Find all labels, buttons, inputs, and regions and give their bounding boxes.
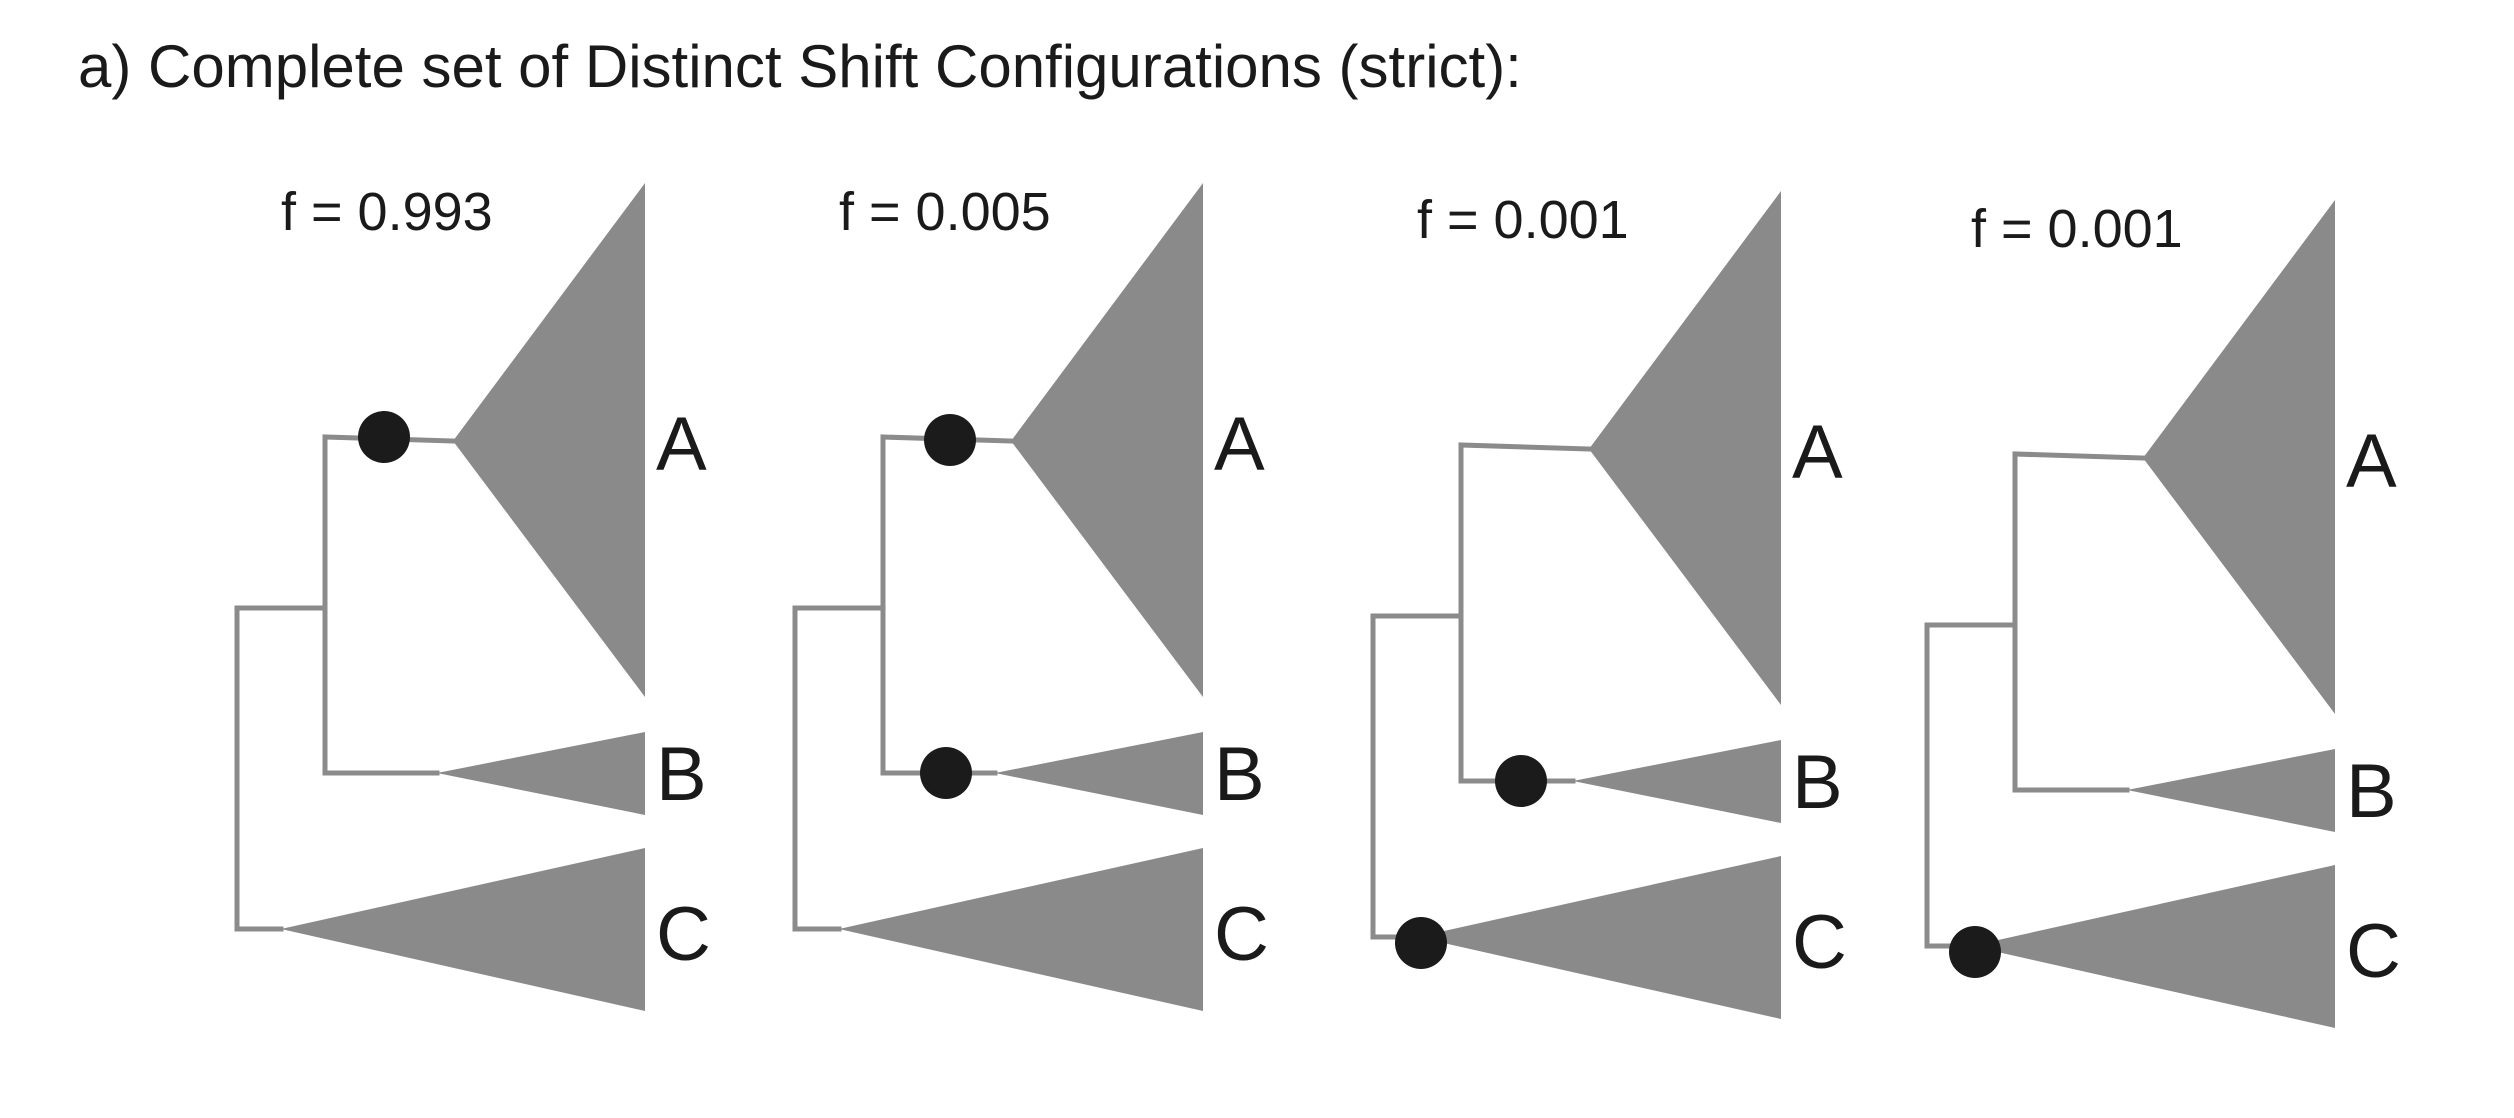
root-branch bbox=[1924, 622, 2018, 949]
shift-marker-a bbox=[358, 411, 410, 463]
tip-label-c: C bbox=[1214, 892, 1269, 977]
frequency-label: f = 0.993 bbox=[281, 182, 493, 242]
frequency-label: f = 0.001 bbox=[1971, 199, 2183, 259]
clade-b-triangle bbox=[995, 732, 1203, 815]
root-branch bbox=[234, 605, 328, 932]
tip-label-c: C bbox=[2346, 909, 2401, 994]
tip-label-a: A bbox=[2346, 419, 2397, 504]
tip-label-a: A bbox=[1214, 402, 1265, 487]
clade-b-triangle bbox=[437, 732, 645, 815]
shift-marker-b bbox=[920, 747, 972, 799]
root-branch bbox=[792, 605, 886, 932]
internal-branch bbox=[1458, 442, 1592, 784]
figure-title: a) Complete set of Distinct Shift Config… bbox=[78, 33, 1522, 100]
tip-label-b: B bbox=[656, 732, 707, 817]
shift-marker-c bbox=[1395, 917, 1447, 969]
frequency-label: f = 0.005 bbox=[839, 182, 1051, 242]
internal-branch bbox=[880, 434, 1014, 776]
root-branch bbox=[1370, 613, 1464, 940]
clade-c-triangle bbox=[281, 848, 645, 1011]
tip-label-c: C bbox=[656, 892, 711, 977]
clade-c-triangle bbox=[1417, 856, 1781, 1019]
clade-b-triangle bbox=[1573, 740, 1781, 823]
shift-marker-a bbox=[924, 414, 976, 466]
tip-label-a: A bbox=[1792, 410, 1843, 495]
clade-a-triangle bbox=[453, 183, 645, 697]
tip-label-b: B bbox=[1214, 732, 1265, 817]
tip-label-b: B bbox=[2346, 749, 2397, 834]
clade-a-triangle bbox=[2143, 200, 2335, 714]
internal-branch bbox=[322, 434, 456, 776]
internal-branch bbox=[2012, 451, 2146, 793]
frequency-label: f = 0.001 bbox=[1417, 190, 1629, 250]
shift-marker-c bbox=[1949, 926, 2001, 978]
clade-a-triangle bbox=[1011, 183, 1203, 697]
tip-label-c: C bbox=[1792, 900, 1847, 985]
shift-marker-b bbox=[1495, 755, 1547, 807]
tip-label-b: B bbox=[1792, 740, 1843, 825]
clade-c-triangle bbox=[1971, 865, 2335, 1028]
clade-a-triangle bbox=[1589, 191, 1781, 705]
clade-b-triangle bbox=[2127, 749, 2335, 832]
clade-c-triangle bbox=[839, 848, 1203, 1011]
tip-label-a: A bbox=[656, 402, 707, 487]
